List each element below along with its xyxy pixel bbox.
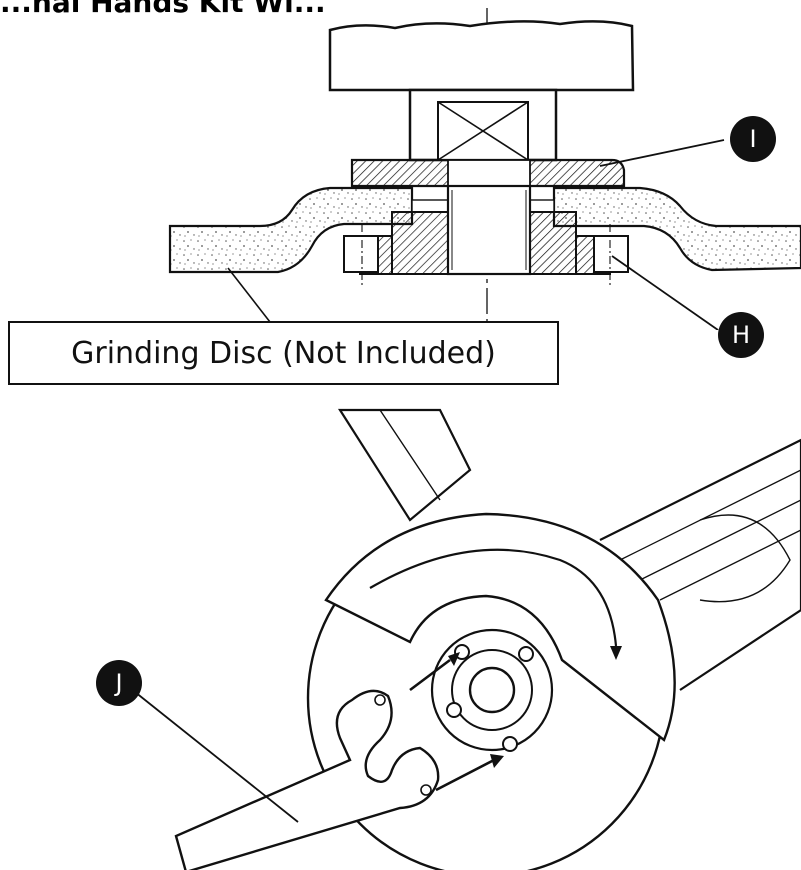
badge-j: J — [96, 660, 142, 706]
lower-flange-left — [391, 211, 449, 275]
flange-cross-section — [168, 8, 801, 330]
leader-j — [129, 687, 299, 823]
leader-i — [599, 139, 725, 167]
leader-h — [611, 255, 719, 330]
grinding-disc-right — [552, 186, 801, 272]
pin-hole-right — [593, 235, 629, 273]
leader-disc — [227, 267, 271, 323]
grinding-disc-label: Grinding Disc (Not Included) — [71, 335, 496, 371]
grinder-wrench-illustration — [129, 408, 801, 870]
center-spigot — [446, 184, 532, 276]
rotation-arrow — [369, 548, 618, 647]
badge-h: H — [718, 312, 764, 358]
spindle-housing — [328, 20, 635, 92]
grinder-handle — [337, 408, 472, 522]
pin-hole — [502, 736, 518, 752]
wheel-guard — [324, 512, 676, 742]
page-heading: ...nal Hands Kit Wi... — [0, 0, 326, 19]
pin-arrow-lower — [435, 758, 495, 792]
badge-i: I — [730, 116, 776, 162]
lower-flange-right — [529, 211, 577, 275]
pin-arrow-upper — [409, 658, 451, 692]
grinding-disc-callout: Grinding Disc (Not Included) — [8, 321, 559, 385]
pin-hole — [518, 646, 534, 662]
pin-hole-left — [343, 235, 379, 273]
pin-hole — [446, 702, 462, 718]
spanner-wrench — [174, 689, 440, 870]
nut-bore — [447, 159, 531, 187]
